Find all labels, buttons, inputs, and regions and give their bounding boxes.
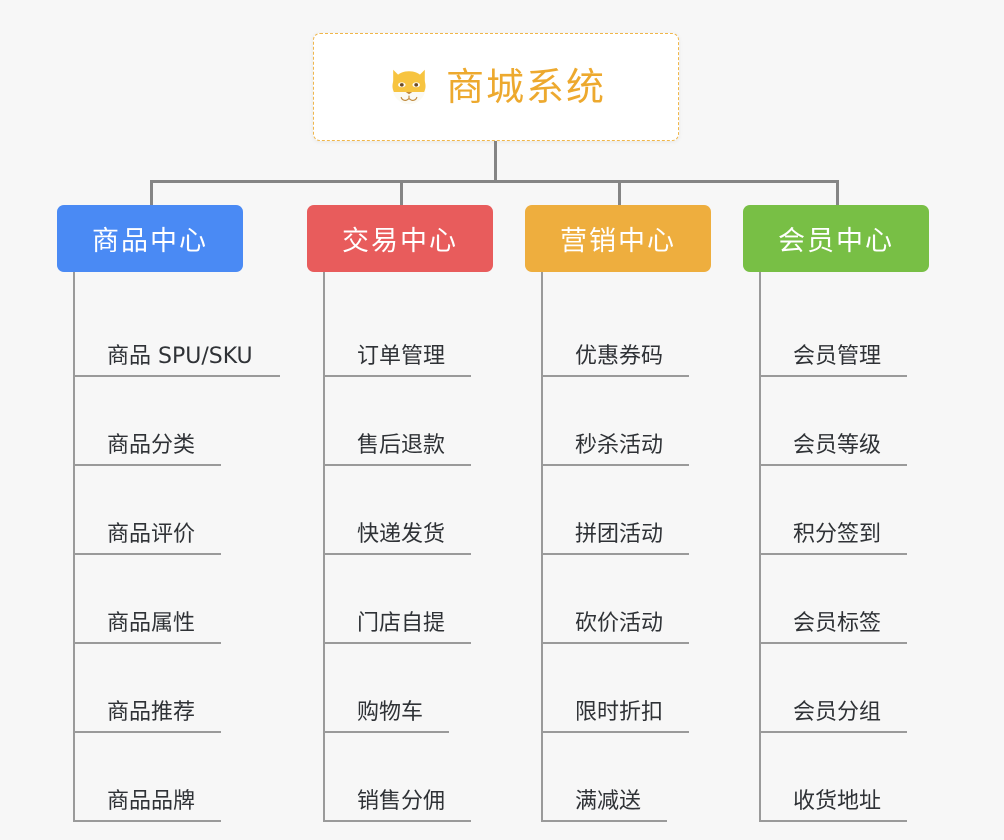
leaf-rule — [761, 731, 907, 733]
leaf-item[interactable]: 商品推荐 — [75, 644, 307, 733]
leaf-rule — [325, 731, 449, 733]
category-title-3: 营销中心 — [560, 226, 676, 257]
leaf-label: 优惠券码 — [575, 344, 664, 369]
connector-horizontal-bar — [150, 180, 839, 183]
leaf-label: 销售分佣 — [357, 789, 446, 814]
leaf-item[interactable]: 订单管理 — [325, 288, 557, 377]
leaf-item[interactable]: 秒杀活动 — [543, 377, 775, 466]
leaf-list-1: 商品 SPU/SKU 商品分类 商品评价 商品属性 商品推荐 商品品牌 — [73, 272, 307, 822]
branch-column-1: 商品中心 商品 SPU/SKU 商品分类 商品评价 商品属性 商品推荐 — [57, 205, 307, 822]
leaf-label: 满减送 — [575, 789, 642, 814]
branch-column-2: 交易中心 订单管理 售后退款 快递发货 门店自提 购物车 — [307, 205, 557, 822]
connector-drop-3 — [618, 180, 621, 205]
leaf-label: 售后退款 — [357, 433, 446, 458]
leaf-label: 购物车 — [357, 700, 424, 725]
leaf-rule — [325, 642, 471, 644]
connector-drop-2 — [400, 180, 403, 205]
leaf-rule — [761, 820, 907, 822]
connector-drop-4 — [836, 180, 839, 205]
category-title-1: 商品中心 — [92, 226, 208, 257]
leaf-label: 会员管理 — [793, 344, 882, 369]
leaf-item[interactable]: 限时折扣 — [543, 644, 775, 733]
leaf-rule — [75, 464, 221, 466]
shiba-inu-icon — [386, 64, 432, 110]
leaf-item[interactable]: 门店自提 — [325, 555, 557, 644]
leaf-label: 商品品牌 — [107, 789, 196, 814]
leaf-list-2: 订单管理 售后退款 快递发货 门店自提 购物车 销售分佣 — [323, 272, 557, 822]
leaf-item[interactable]: 会员分组 — [761, 644, 993, 733]
leaf-label: 商品属性 — [107, 611, 196, 636]
leaf-rule — [75, 553, 221, 555]
leaf-item[interactable]: 快递发货 — [325, 466, 557, 555]
branch-column-3: 营销中心 优惠券码 秒杀活动 拼团活动 砍价活动 限时折扣 — [525, 205, 775, 822]
leaf-item[interactable]: 收货地址 — [761, 733, 993, 822]
leaf-label: 会员标签 — [793, 611, 882, 636]
leaf-rule — [75, 642, 221, 644]
leaf-label: 限时折扣 — [575, 700, 664, 725]
leaf-item[interactable]: 商品分类 — [75, 377, 307, 466]
leaf-list-4: 会员管理 会员等级 积分签到 会员标签 会员分组 收货地址 — [759, 272, 993, 822]
leaf-label: 商品推荐 — [107, 700, 196, 725]
leaf-rule — [543, 553, 689, 555]
category-title-4: 会员中心 — [778, 226, 894, 257]
connector-drop-1 — [150, 180, 153, 205]
category-header-1[interactable]: 商品中心 — [57, 205, 243, 272]
branch-column-4: 会员中心 会员管理 会员等级 积分签到 会员标签 会员分组 — [743, 205, 993, 822]
leaf-label: 商品评价 — [107, 522, 196, 547]
leaf-item[interactable]: 会员等级 — [761, 377, 993, 466]
connector-root-stem — [494, 141, 497, 182]
leaf-rule — [75, 375, 280, 377]
category-header-4[interactable]: 会员中心 — [743, 205, 929, 272]
leaf-rule — [543, 820, 667, 822]
leaf-item[interactable]: 满减送 — [543, 733, 775, 822]
leaf-rule — [543, 464, 689, 466]
category-title-2: 交易中心 — [342, 226, 458, 257]
root-title: 商城系统 — [445, 65, 606, 109]
leaf-item[interactable]: 商品品牌 — [75, 733, 307, 822]
leaf-rule — [543, 642, 689, 644]
leaf-label: 订单管理 — [357, 344, 446, 369]
leaf-item[interactable]: 优惠券码 — [543, 288, 775, 377]
leaf-rule — [543, 731, 689, 733]
leaf-item[interactable]: 商品 SPU/SKU — [75, 288, 307, 377]
leaf-label: 会员等级 — [793, 433, 882, 458]
leaf-item[interactable]: 拼团活动 — [543, 466, 775, 555]
leaf-rule — [325, 375, 471, 377]
leaf-rule — [325, 464, 471, 466]
leaf-item[interactable]: 售后退款 — [325, 377, 557, 466]
category-header-3[interactable]: 营销中心 — [525, 205, 711, 272]
leaf-rule — [325, 820, 471, 822]
leaf-item[interactable]: 砍价活动 — [543, 555, 775, 644]
leaf-item[interactable]: 购物车 — [325, 644, 557, 733]
leaf-label: 门店自提 — [357, 611, 446, 636]
leaf-label: 会员分组 — [793, 700, 882, 725]
leaf-label: 秒杀活动 — [575, 433, 664, 458]
leaf-rule — [75, 820, 221, 822]
leaf-item[interactable]: 积分签到 — [761, 466, 993, 555]
leaf-rule — [325, 553, 471, 555]
leaf-rule — [75, 731, 221, 733]
root-node[interactable]: 商城系统 — [313, 33, 679, 141]
leaf-label: 积分签到 — [793, 522, 882, 547]
leaf-label: 商品分类 — [107, 433, 196, 458]
leaf-rule — [761, 375, 907, 377]
leaf-list-3: 优惠券码 秒杀活动 拼团活动 砍价活动 限时折扣 满减送 — [541, 272, 775, 822]
leaf-item[interactable]: 销售分佣 — [325, 733, 557, 822]
leaf-item[interactable]: 商品评价 — [75, 466, 307, 555]
leaf-rule — [543, 375, 689, 377]
leaf-rule — [761, 464, 907, 466]
leaf-label: 快递发货 — [357, 522, 446, 547]
leaf-rule — [761, 553, 907, 555]
leaf-item[interactable]: 会员管理 — [761, 288, 993, 377]
leaf-label: 收货地址 — [793, 789, 882, 814]
category-header-2[interactable]: 交易中心 — [307, 205, 493, 272]
leaf-label: 拼团活动 — [575, 522, 664, 547]
leaf-item[interactable]: 商品属性 — [75, 555, 307, 644]
leaf-rule — [761, 642, 907, 644]
leaf-label: 商品 SPU/SKU — [107, 344, 253, 369]
leaf-label: 砍价活动 — [575, 611, 664, 636]
leaf-item[interactable]: 会员标签 — [761, 555, 993, 644]
